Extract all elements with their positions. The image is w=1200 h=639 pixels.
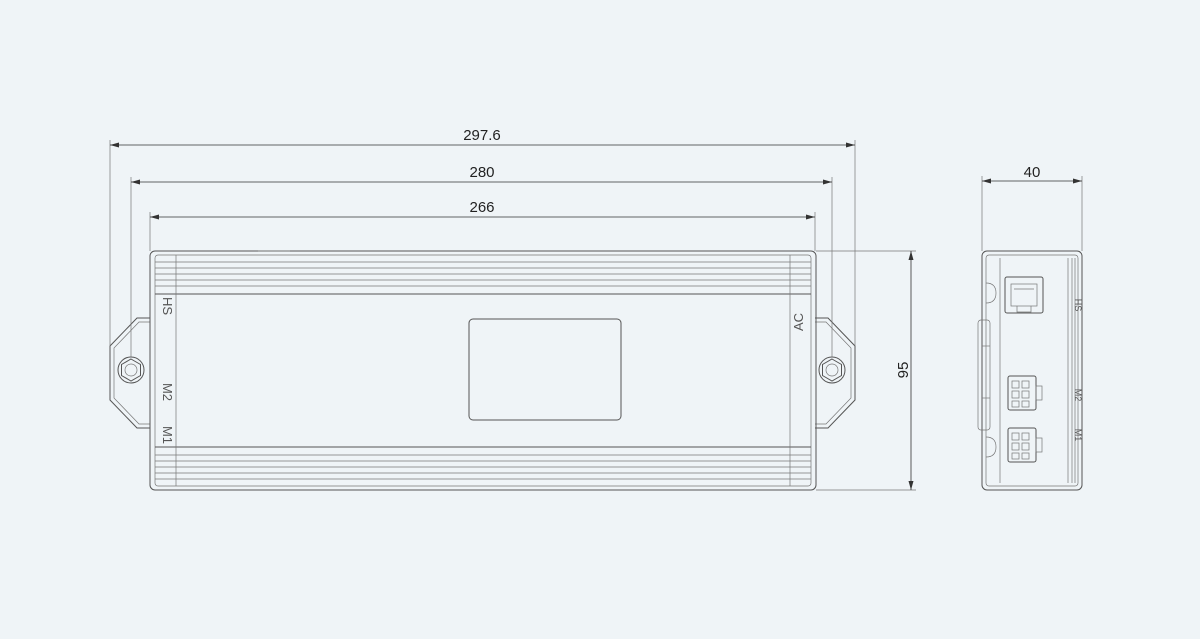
side-dimensions: 40 [981,164,1083,251]
right-ear-inner [815,321,852,425]
left-mounting-ear [109,317,150,429]
side-m1-connector [1007,427,1043,463]
dim-height: 95 [895,362,912,379]
label-window [468,318,622,421]
side-body-outline [981,250,1083,491]
dim-mount-length: 280 [469,164,494,181]
port-label-m2: M2 [160,383,175,401]
side-right-ribs [1067,258,1076,483]
dim-width: 40 [1024,164,1041,181]
main-body-outline [149,250,817,491]
main-body-inner [154,254,812,487]
side-port-label-m1: M1 [1073,429,1083,442]
port-label-hs: HS [160,297,175,315]
side-left-profile [985,282,997,458]
dim-body-length: 266 [469,199,494,216]
left-bolt-hex [121,358,141,382]
front-dimensions: 297.6 280 266 95 [109,127,916,491]
side-body-inner [985,254,1079,487]
port-label-m1: M1 [160,426,175,444]
side-port-label-m2: M2 [1073,389,1083,402]
right-mounting-ear [815,317,856,429]
left-bolt-hole [124,363,138,377]
left-ear-inner [113,321,150,425]
right-bolt-hole [825,363,839,377]
port-label-ac: AC [791,313,806,331]
top-ribs [155,261,811,295]
dim-overall-length: 297.6 [463,127,501,144]
side-port-label-hs: HS [1073,299,1083,312]
bottom-ribs [155,446,811,480]
right-bolt-hex [822,358,842,382]
front-view: HS M2 M1 AC [109,250,856,491]
side-m2-connector [1007,375,1043,411]
side-view: HS M2 M1 [977,250,1083,491]
side-hs-connector [1004,276,1044,314]
side-mid-flange [977,319,991,431]
